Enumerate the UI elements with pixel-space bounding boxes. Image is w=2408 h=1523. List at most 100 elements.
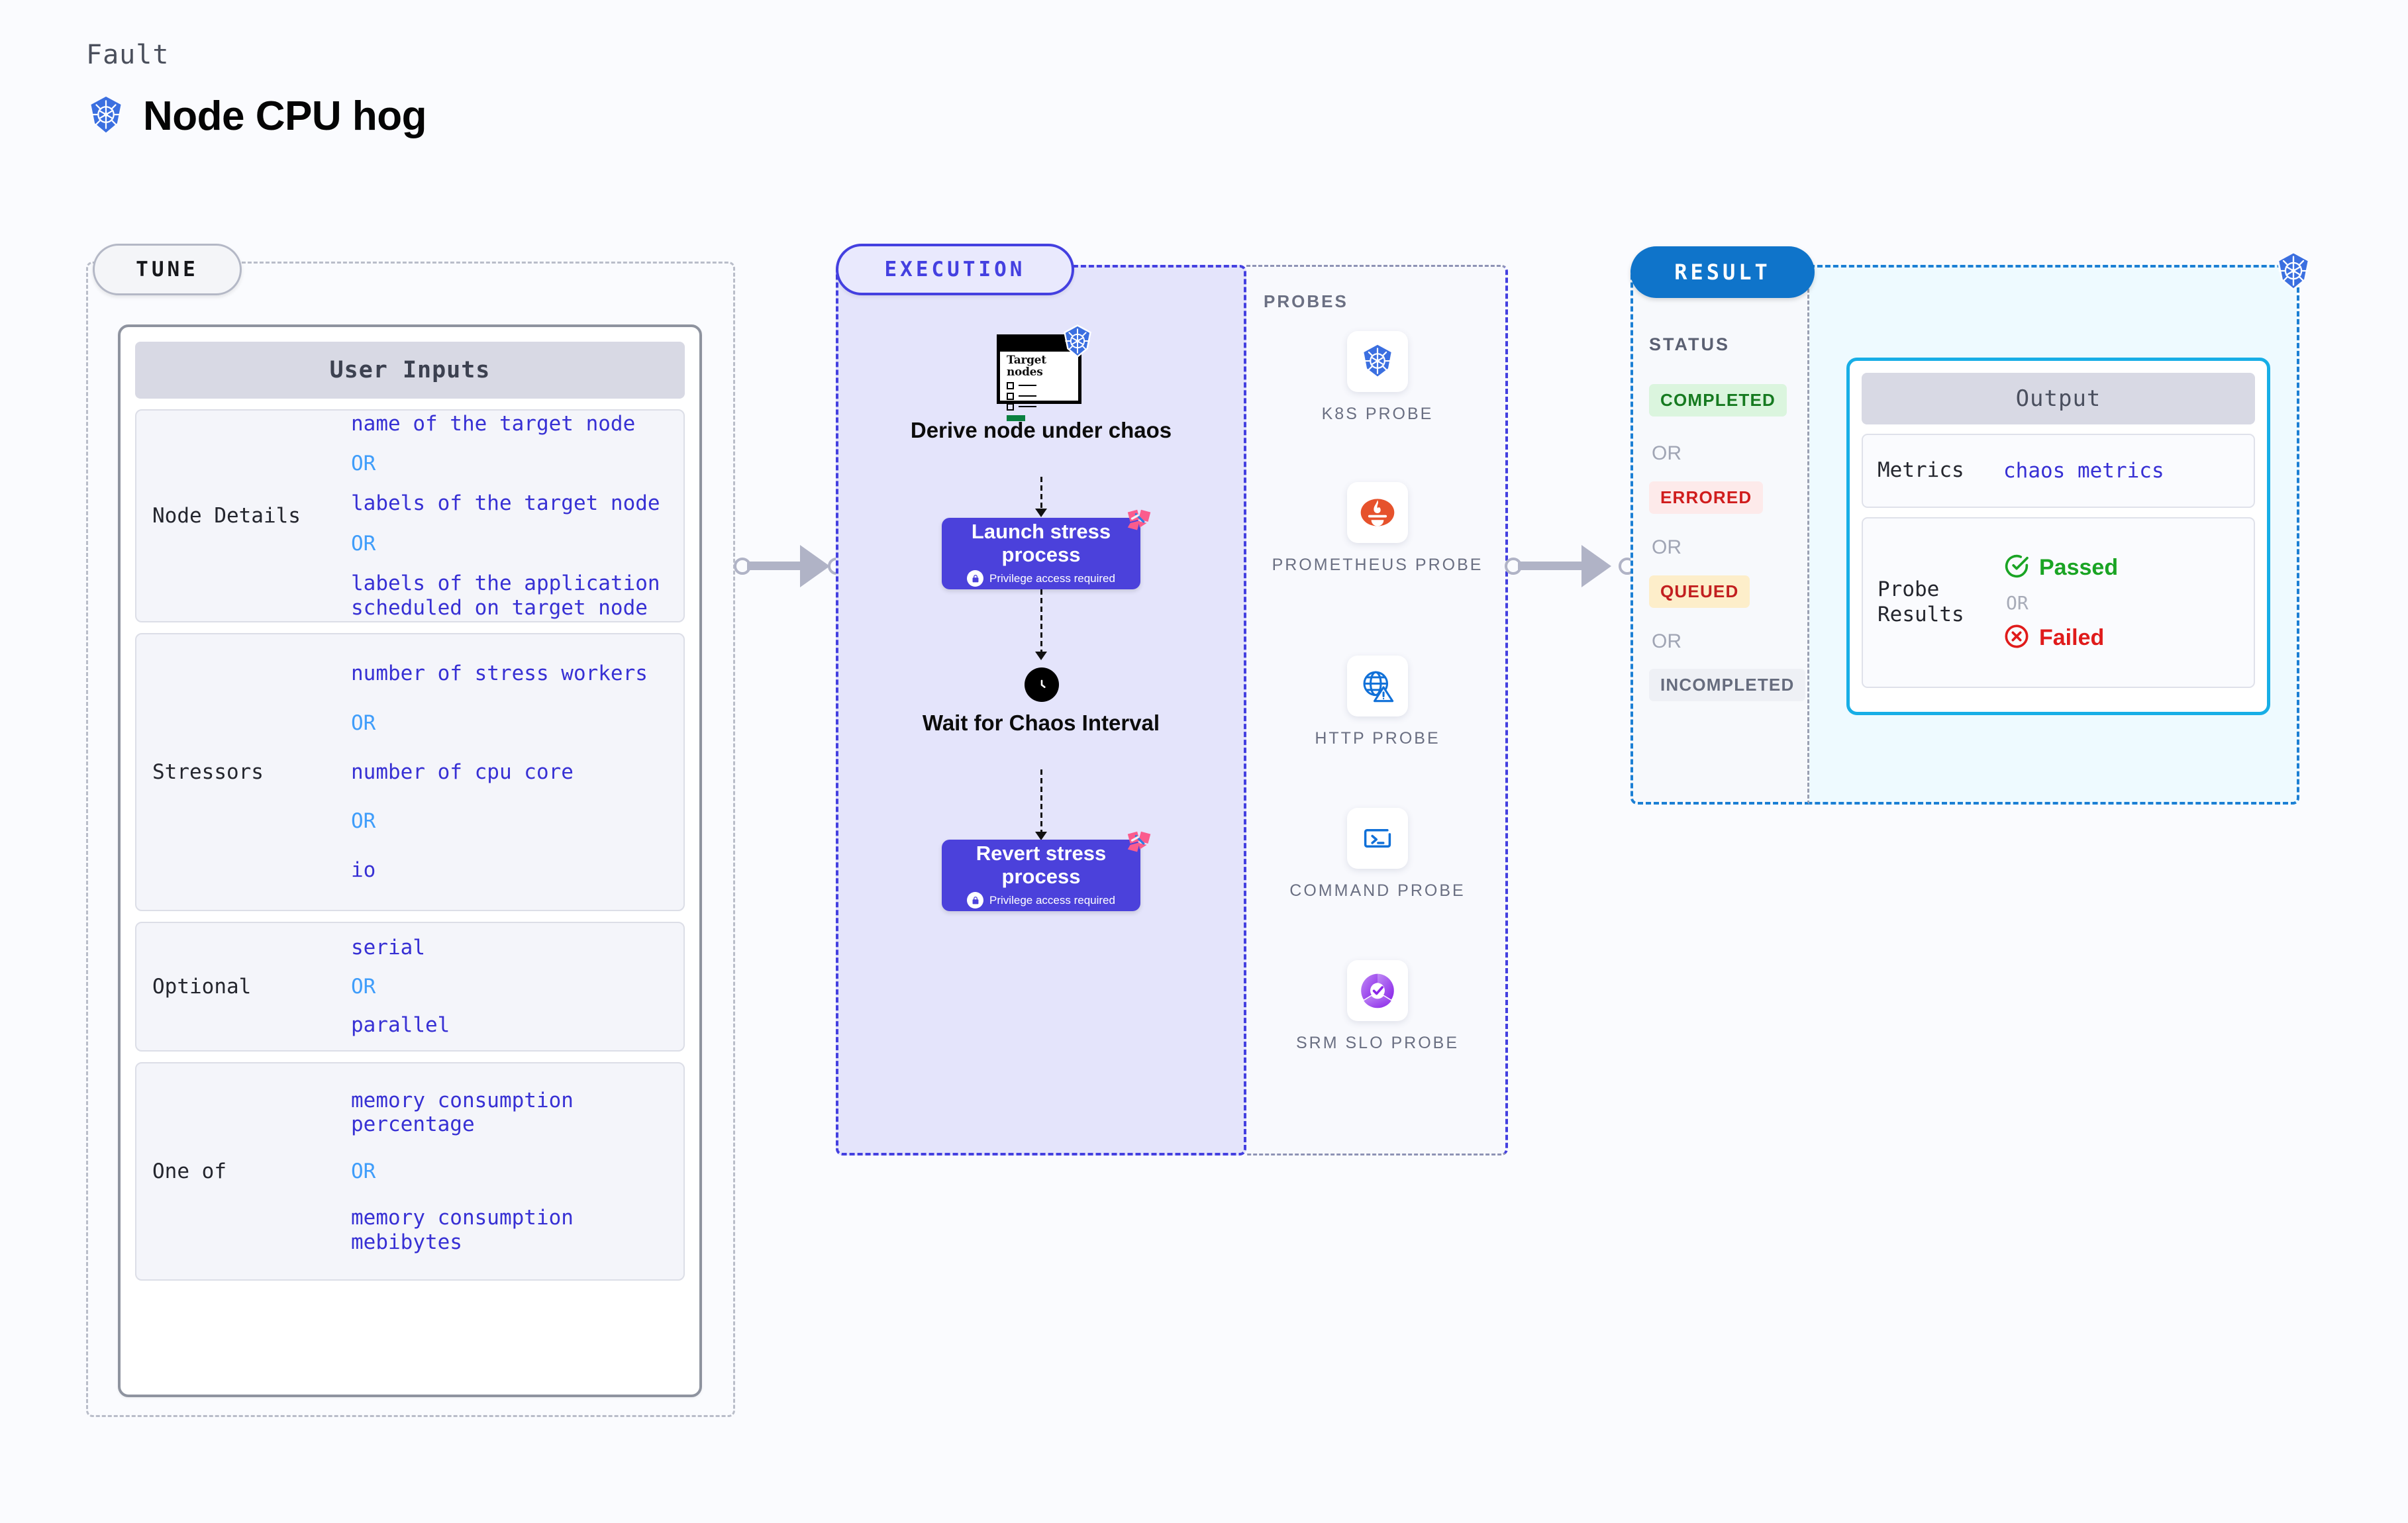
or-separator: OR	[351, 452, 376, 476]
line-placeholder	[1019, 395, 1036, 397]
flow-arrow	[1040, 589, 1042, 654]
probe-item-k8s[interactable]: K8S PROBE	[1262, 331, 1493, 425]
connector-arrowhead	[1581, 545, 1611, 587]
user-inputs-card: User Inputs Node Details name of the tar…	[118, 324, 702, 1397]
probe-result-label: Failed	[2039, 624, 2105, 650]
window-titlebar	[999, 337, 1079, 352]
probe-result-failed: Failed	[2003, 623, 2239, 653]
probe-item-http[interactable]: HTTP PROBE	[1262, 656, 1493, 750]
step-title: Revert stress process	[976, 841, 1107, 888]
status-badge-incompleted: INCOMPLETED	[1649, 669, 1806, 701]
or-separator: OR	[351, 1159, 376, 1183]
connector-execution-to-result	[1505, 543, 1637, 589]
connector-line	[747, 562, 817, 570]
tune-row-value: labels of the target node	[351, 491, 660, 516]
or-separator: OR	[2006, 591, 2029, 614]
x-circle-icon	[2003, 623, 2030, 653]
execution-panel	[836, 265, 1246, 1155]
tune-row-value: io	[351, 858, 376, 883]
probe-item-srm-slo[interactable]: SRM SLO PROBE	[1262, 960, 1493, 1054]
window-green-bar	[1007, 415, 1025, 421]
window-heading: Target nodes	[1007, 354, 1046, 379]
terminal-icon	[1347, 808, 1408, 869]
lock-icon	[967, 892, 984, 909]
tune-row-optional: Optional serial OR parallel	[135, 922, 685, 1052]
tune-row-key: One of	[152, 1159, 226, 1183]
or-separator: OR	[351, 975, 376, 999]
or-separator: OR	[1652, 536, 1681, 558]
connector-line	[1518, 562, 1597, 570]
litmus-chaos-icon	[1125, 828, 1155, 862]
execution-flow: Target nodes	[836, 265, 1246, 1155]
result-status-panel	[1630, 265, 1809, 805]
check-circle-icon	[2003, 553, 2030, 583]
result-badge[interactable]: RESULT	[1630, 246, 1815, 298]
tune-row-value: memory consumption percentage	[351, 1088, 574, 1137]
tune-row-key: Optional	[152, 975, 252, 999]
tune-row-node-details: Node Details name of the target node OR …	[135, 409, 685, 622]
step-subtitle: Privilege access required	[989, 571, 1115, 585]
tune-badge[interactable]: TUNE	[93, 244, 242, 295]
probes-title: PROBES	[1264, 291, 1348, 311]
execution-badge[interactable]: EXECUTION	[836, 244, 1074, 295]
status-label: STATUS	[1649, 334, 1730, 354]
checkbox-icon	[1007, 392, 1014, 400]
probe-item-prometheus[interactable]: PROMETHEUS PROBE	[1262, 482, 1493, 576]
kubernetes-icon	[2273, 250, 2314, 295]
or-separator: OR	[351, 711, 376, 735]
page-header: Fault	[86, 40, 426, 140]
tune-row-stressors: Stressors number of stress workers OR nu…	[135, 633, 685, 911]
page-title: Node CPU hog	[143, 93, 426, 139]
step-title: Launch stress process	[971, 519, 1111, 566]
step-revert-stress-process[interactable]: Revert stress process Privilege access r…	[942, 831, 1151, 911]
or-separator: OR	[351, 532, 376, 556]
line-placeholder	[1019, 384, 1036, 387]
window-list-item	[1007, 381, 1078, 389]
status-badge-completed: COMPLETED	[1649, 384, 1787, 417]
probe-result-label: Passed	[2039, 554, 2119, 580]
output-title: Output	[1862, 373, 2255, 424]
step-launch-stress-process[interactable]: Launch stress process Privilege access r…	[942, 509, 1151, 589]
tune-row-key: Stressors	[152, 760, 264, 784]
tune-row-value: number of stress workers	[351, 662, 648, 686]
checkbox-icon	[1007, 381, 1014, 389]
output-value: chaos metrics	[2003, 459, 2164, 483]
flow-arrow	[1040, 769, 1042, 834]
probe-label: SRM SLO PROBE	[1296, 1034, 1459, 1052]
step-label-derive-node: Derive node under chaos	[910, 418, 1172, 442]
probe-label: K8S PROBE	[1321, 405, 1434, 423]
fault-kicker: Fault	[86, 40, 170, 70]
srm-slo-icon	[1347, 960, 1408, 1021]
tune-row-one-of: One of memory consumption percentage OR …	[135, 1062, 685, 1281]
tune-row-value: name of the target node	[351, 411, 636, 436]
probe-label: COMMAND PROBE	[1289, 881, 1466, 900]
target-nodes-window-icon: Target nodes	[997, 324, 1091, 421]
clock-icon	[1025, 667, 1059, 702]
line-placeholder	[1019, 405, 1036, 408]
status-badge-queued: QUEUED	[1649, 575, 1750, 608]
or-separator: OR	[1652, 630, 1681, 652]
status-badge-errored: ERRORED	[1649, 481, 1764, 514]
probe-item-command[interactable]: COMMAND PROBE	[1262, 808, 1493, 902]
lock-icon	[967, 570, 984, 587]
probe-result-passed: Passed	[2003, 553, 2239, 583]
flow-arrowhead	[1035, 509, 1047, 517]
step-label-wait-for-chaos: Wait for Chaos Interval	[922, 711, 1160, 735]
connector-arrowhead	[800, 545, 830, 587]
output-card: Output Metrics chaos metrics Probe Resul…	[1846, 358, 2270, 715]
globe-warning-icon	[1347, 656, 1408, 716]
user-inputs-title: User Inputs	[135, 342, 685, 399]
litmus-chaos-icon	[1125, 507, 1155, 540]
output-key: Probe Results	[1878, 577, 1964, 626]
tune-row-value: labels of the application scheduled on t…	[351, 571, 660, 620]
flow-arrowhead	[1035, 832, 1047, 840]
output-row-probe-results: Probe Results Passed OR	[1862, 517, 2255, 688]
step-subtitle: Privilege access required	[989, 893, 1115, 907]
connector-dot	[1505, 558, 1522, 575]
kubernetes-icon	[86, 95, 126, 138]
kubernetes-icon	[1060, 324, 1095, 362]
tune-row-value: number of cpu core	[351, 760, 574, 784]
probe-label: PROMETHEUS PROBE	[1272, 556, 1483, 574]
connector-tune-to-execution	[734, 543, 846, 589]
flow-arrow	[1040, 477, 1042, 511]
